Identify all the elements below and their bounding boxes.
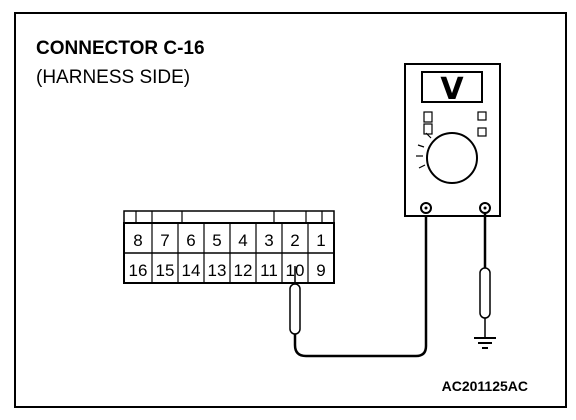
pin-label: 5 bbox=[212, 231, 221, 250]
connector-top-rail bbox=[123, 210, 335, 224]
pin-label: 16 bbox=[129, 261, 148, 280]
pin-label: 14 bbox=[182, 261, 201, 280]
figure-reference-code: AC201125AC bbox=[442, 378, 528, 394]
ground-probe bbox=[479, 267, 491, 337]
voltmeter-icon: V bbox=[404, 63, 501, 217]
pin-label: 8 bbox=[133, 231, 142, 250]
pin-label: 15 bbox=[156, 261, 175, 280]
connector-c16: 8 7 6 5 4 3 2 1 16 15 14 13 12 11 10 9 bbox=[123, 210, 335, 284]
pin-label: 6 bbox=[186, 231, 195, 250]
pin-probe bbox=[289, 266, 301, 335]
pin-label: 7 bbox=[160, 231, 169, 250]
connector-subtitle: (HARNESS SIDE) bbox=[36, 67, 190, 88]
voltage-symbol: V bbox=[440, 72, 464, 107]
ground-symbol-icon bbox=[474, 337, 496, 349]
pin-label: 13 bbox=[208, 261, 227, 280]
negative-test-lead bbox=[293, 212, 428, 358]
pin-label: 2 bbox=[290, 231, 299, 250]
voltmeter-display bbox=[421, 71, 483, 103]
pin-label: 11 bbox=[260, 261, 278, 280]
pin-label: 12 bbox=[234, 261, 253, 280]
pin-label: 9 bbox=[316, 261, 325, 280]
selector-dial bbox=[426, 132, 478, 184]
pin-label: 4 bbox=[238, 231, 247, 250]
pin-label: 1 bbox=[316, 231, 325, 250]
connector-title: CONNECTOR C-16 bbox=[36, 38, 205, 59]
pin-label: 3 bbox=[264, 231, 273, 250]
